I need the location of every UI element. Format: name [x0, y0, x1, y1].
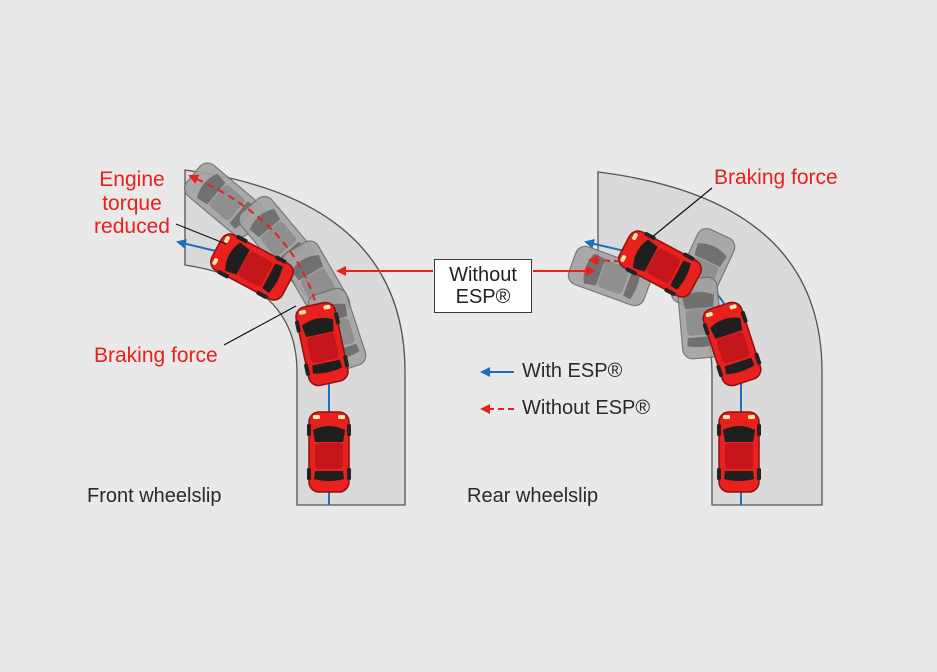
legend-without-esp: Without ESP®: [522, 397, 651, 419]
leader-brake-left: [223, 305, 297, 346]
legend-with-esp: With ESP®: [522, 360, 623, 382]
engine-torque-label: Engine torque reduced: [86, 168, 178, 239]
engine-torque-line-3: reduced: [94, 215, 170, 239]
braking-force-right-label: Braking force: [714, 166, 838, 189]
left-red-dashed-path: [188, 174, 319, 313]
rear-wheelslip-caption: Rear wheelslip: [467, 485, 599, 507]
leader-engine: [175, 223, 227, 245]
without-esp-box-line-2: ESP®: [455, 286, 511, 308]
front-wheelslip-caption: Front wheelslip: [87, 485, 222, 507]
leader-brake-right: [650, 187, 713, 239]
right-car-straight: [716, 411, 762, 493]
left-car-straight: [306, 411, 352, 493]
braking-force-left-label: Braking force: [94, 344, 218, 367]
without-esp-box: Without ESP®: [434, 259, 532, 313]
engine-torque-line-1: Engine: [99, 168, 165, 191]
without-esp-box-line-1: Without: [449, 264, 517, 286]
right-red-dashed-path: [588, 255, 641, 266]
engine-torque-line-2: torque: [102, 191, 162, 215]
